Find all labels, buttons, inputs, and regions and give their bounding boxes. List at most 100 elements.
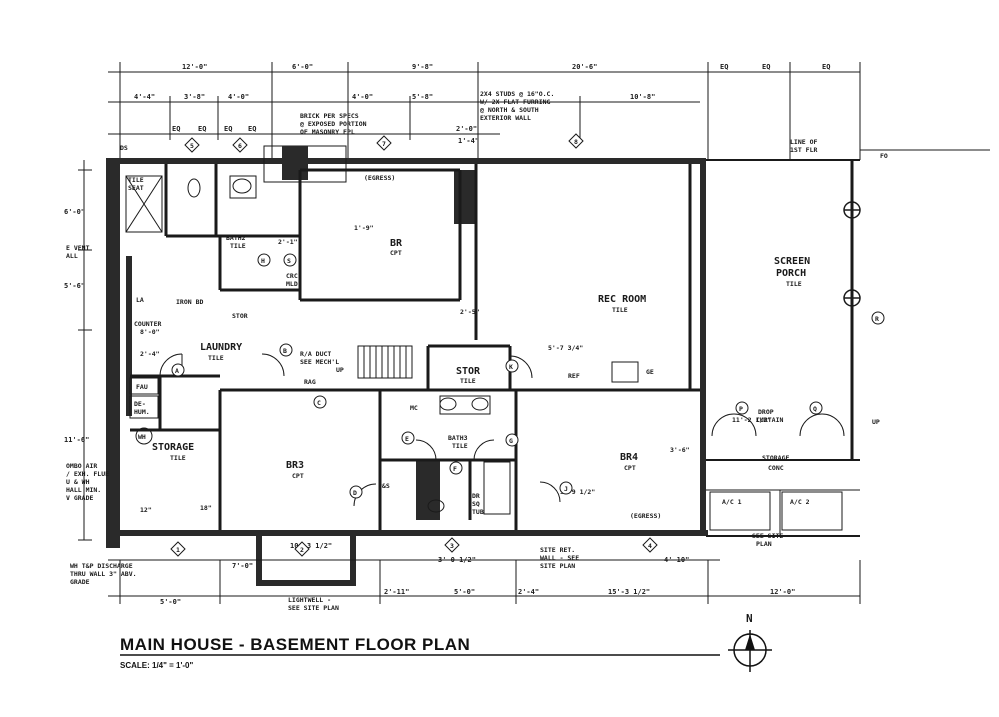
- dim-row2-4: 4'-0": [352, 93, 373, 101]
- callout-2: 2: [300, 546, 304, 554]
- note-tile-seat-2: SEAT: [128, 184, 144, 192]
- note-ra-duct-3: UP: [336, 366, 344, 374]
- note-dim-58: 5'-7 3/4": [548, 344, 583, 352]
- note-dim-36: 3'-6": [670, 446, 690, 454]
- dim-row2-5: 5'-8": [412, 93, 433, 101]
- dim-bottom-5: 2'-4": [518, 588, 539, 596]
- callout-s: S: [287, 257, 291, 265]
- note-studs-2: W/ 2X FLAT FURRING: [480, 98, 551, 106]
- room-screen-porch-2: PORCH: [776, 268, 806, 279]
- north-arrow-icon: [728, 630, 772, 672]
- note-see-site-2: PLAN: [756, 540, 772, 548]
- dim-top-6: EQ: [762, 63, 770, 71]
- note-site-ret-2: WALL - SEE: [540, 554, 579, 562]
- note-dim-18: 18": [200, 504, 212, 512]
- note-brick-3: OF MASONRY FPL: [300, 128, 355, 136]
- dim-bottom-2: 5'-0": [160, 598, 181, 606]
- note-counter-1: LA: [136, 296, 144, 304]
- note-studs-1: 2X4 STUDS @ 16"O.C.: [480, 90, 554, 98]
- note-stor-small: STOR: [232, 312, 248, 320]
- dim-row3-4: EQ: [248, 125, 256, 133]
- note-brick-1: BRICK PER SPECS: [300, 112, 359, 120]
- callout-f: F: [453, 465, 457, 473]
- note-line-of-1: LINE OF: [790, 138, 817, 146]
- porch-columns: [843, 201, 861, 307]
- callout-7: 7: [382, 140, 386, 148]
- screen-porch-walls: [706, 149, 990, 537]
- room-bath2: BATH2: [226, 234, 246, 242]
- dim-row2-1: 4'-4": [134, 93, 155, 101]
- note-dim-25: 2'-5": [460, 308, 480, 316]
- note-dehum-1: DE-: [134, 400, 146, 408]
- callout-q: Q: [813, 405, 817, 413]
- page-title: MAIN HOUSE - BASEMENT FLOOR PLAN: [120, 635, 470, 654]
- note-egress-top: (EGRESS): [364, 174, 395, 182]
- door-swings: [159, 353, 845, 507]
- note-dim-11: 11'-2 1/2": [732, 416, 771, 424]
- dim-top-5: EQ: [720, 63, 728, 71]
- fixtures: [125, 175, 843, 531]
- interior-walls: [130, 164, 700, 530]
- dim-top-4: 20'-6": [572, 63, 597, 71]
- note-rag: RAG: [304, 378, 316, 386]
- bottom-dimension-lines: [108, 559, 861, 604]
- note-site-ret-3: SITE PLAN: [540, 562, 575, 570]
- note-drop-2: CURTAIN: [756, 416, 783, 424]
- callout-6: 6: [238, 142, 242, 150]
- room-ac2: A/C 2: [790, 498, 810, 506]
- note-discharge-2: THRU WALL 3" ABV.: [70, 570, 137, 578]
- dim-left-3: 11'-6": [64, 436, 89, 444]
- callout-3: 3: [450, 542, 454, 550]
- callout-4: 4: [648, 542, 652, 550]
- dim-row3-6: 1'-4": [458, 137, 479, 145]
- note-ra-duct-2: SEE MECH'L: [300, 358, 339, 366]
- note-ds: DS: [120, 144, 128, 152]
- note-discharge-1: WH T&P DISCHARGE: [70, 562, 133, 570]
- room-br: BR: [390, 238, 403, 249]
- north-label: N: [746, 612, 753, 625]
- note-site-ret-1: SITE RET.: [540, 546, 575, 554]
- note-dw-3: TUB: [472, 508, 484, 516]
- note-ra-duct-1: R/A DUCT: [300, 350, 331, 358]
- dim-row2-6: 10'-8": [630, 93, 655, 101]
- room-screen-porch: SCREEN: [774, 256, 810, 267]
- note-dim-12: 12": [140, 506, 152, 514]
- exterior-walls: [106, 145, 708, 548]
- note-studs-3: @ NORTH & SOUTH: [480, 106, 539, 114]
- dim-left-1: 6'-0": [64, 208, 85, 216]
- note-fau: FAU: [136, 383, 148, 391]
- note-counter-3: 8'-0": [140, 328, 160, 336]
- note-line-of-2: 1ST FLR: [790, 146, 817, 154]
- dim-bottom-8: 3'-0 1/2": [438, 556, 476, 564]
- dim-row3-2: EQ: [198, 125, 206, 133]
- callout-1: 1: [176, 546, 180, 554]
- note-ps: P&S: [378, 482, 390, 490]
- scale-label: SCALE: 1/4" = 1'-0": [120, 661, 193, 670]
- note-brick-2: @ EXPOSED PORTION: [300, 120, 367, 128]
- dim-bottom-10: 10'-3 1/2": [290, 542, 332, 550]
- note-combo-1: OMBO AIR: [66, 462, 97, 470]
- note-dim-59: 5'-9 1/2": [560, 488, 595, 496]
- room-bath3-floor: TILE: [452, 442, 468, 450]
- room-br3: BR3: [286, 460, 304, 471]
- dim-left-2: 5'-6": [64, 282, 85, 290]
- dim-top-2: 6'-0": [292, 63, 313, 71]
- note-mc: MC: [410, 404, 418, 412]
- note-ref: REF: [568, 372, 580, 380]
- dim-row2-3: 4'-0": [228, 93, 249, 101]
- dim-row3-5: 2'-0": [456, 125, 477, 133]
- room-ac1: A/C 1: [722, 498, 742, 506]
- callout-g: G: [509, 437, 513, 445]
- note-dim-21: 2'-1": [278, 238, 298, 246]
- note-egress-bottom: (EGRESS): [630, 512, 661, 520]
- callout-c: C: [317, 399, 321, 407]
- callout-b: B: [283, 347, 287, 355]
- room-storage-left: STORAGE: [152, 442, 194, 453]
- note-dw-1: DR: [472, 492, 480, 500]
- callout-e: E: [405, 435, 409, 443]
- left-dimension-lines: [78, 160, 92, 541]
- room-br3-floor: CPT: [292, 472, 304, 480]
- room-bath3: BATH3: [448, 434, 468, 442]
- note-drop-1: DROP: [758, 408, 774, 416]
- note-vent-1: E VENT: [66, 244, 90, 252]
